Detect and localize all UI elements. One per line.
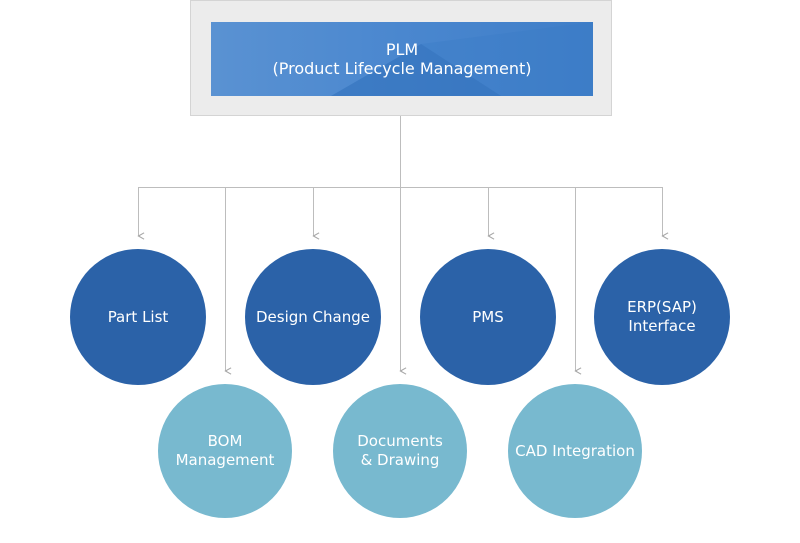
root-box-shade [331, 22, 593, 96]
node-erp-interface: ERP(SAP) Interface [594, 249, 730, 385]
node-documents-drawing: Documents & Drawing [333, 384, 467, 518]
node-cad-integration: CAD Integration [508, 384, 642, 518]
plm-root-box: PLM (Product Lifecycle Management) [211, 22, 593, 96]
plm-root-label: PLM (Product Lifecycle Management) [211, 22, 593, 96]
node-part-list-label: Part List [107, 307, 169, 326]
node-documents-label-line2: & Drawing [360, 451, 440, 469]
node-design-change-label: Design Change [256, 307, 370, 326]
node-pms-label: PMS [472, 307, 504, 326]
plm-title: PLM [385, 40, 419, 59]
node-bom-label-line2: Management [175, 451, 275, 469]
plm-root-frame: PLM (Product Lifecycle Management) [190, 0, 612, 116]
node-erp-label-line2: Interface [628, 317, 696, 335]
node-part-list: Part List [70, 249, 206, 385]
plm-subtitle: (Product Lifecycle Management) [272, 59, 532, 78]
node-documents-label-line1: Documents [357, 432, 443, 450]
node-bom-management: BOM Management [158, 384, 292, 518]
node-erp-label-line1: ERP(SAP) [627, 298, 697, 316]
node-pms: PMS [420, 249, 556, 385]
node-design-change: Design Change [245, 249, 381, 385]
node-cad-label: CAD Integration [515, 441, 635, 460]
node-bom-label-line1: BOM [207, 432, 243, 450]
